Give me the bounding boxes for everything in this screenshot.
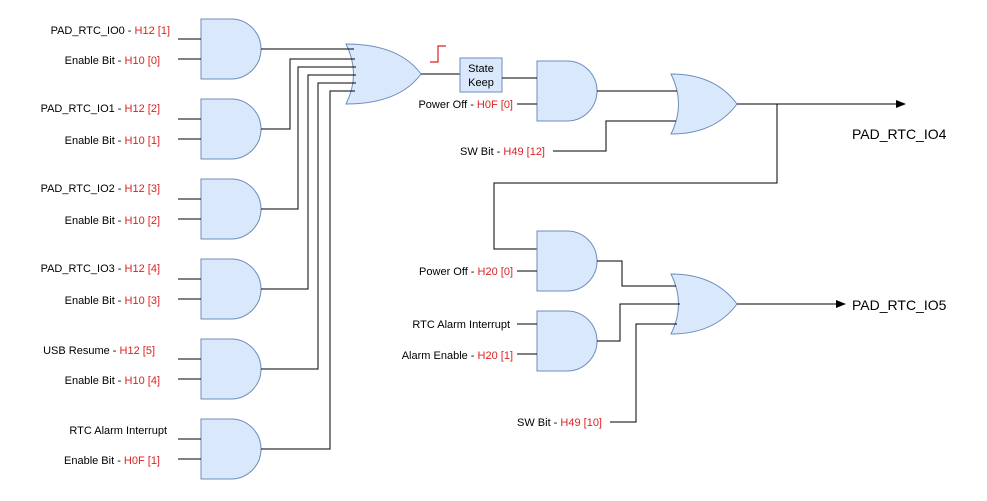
label-power-off-bottom: Power Off - H20 [0] (419, 266, 513, 278)
label-and4-bottom: Enable Bit - H10 [3] (65, 295, 160, 307)
or-gate-bottom (670, 273, 738, 335)
state-keep-box: State Keep (459, 57, 503, 93)
label-and1-bottom: Enable Bit - H10 [0] (65, 55, 160, 67)
and-alarm-to-or-wire (597, 303, 680, 342)
label-and6-top: RTC Alarm Interrupt (69, 425, 167, 437)
and-to-or-wires (261, 48, 356, 450)
and-gate-4 (200, 258, 262, 320)
label-and1-top: PAD_RTC_IO0 - H12 [1] (51, 25, 170, 37)
output-pad-rtc-io5: PAD_RTC_IO5 (852, 297, 947, 313)
label-alarm-enable: Alarm Enable - H20 [1] (402, 350, 513, 362)
label-sw-bit-bottom: SW Bit - H49 [10] (517, 417, 602, 429)
label-and4-top: PAD_RTC_IO3 - H12 [4] (41, 263, 160, 275)
label-and2-bottom: Enable Bit - H10 [1] (65, 135, 160, 147)
state-keep-line1: State (468, 63, 494, 75)
label-and6-bottom: Enable Bit - H0F [1] (64, 455, 160, 467)
label-and5-bottom: Enable Bit - H10 [4] (65, 375, 160, 387)
state-keep-line2: Keep (468, 77, 494, 89)
io4-feedback-wire (493, 104, 778, 250)
label-and3-top: PAD_RTC_IO2 - H12 [3] (41, 183, 160, 195)
or-gate-top (670, 73, 738, 135)
and-gate-alarm (536, 310, 598, 372)
label-rtc-alarm-interrupt: RTC Alarm Interrupt (412, 319, 510, 331)
and-gate-5 (200, 338, 262, 400)
sw-bit-bottom-wire (610, 323, 677, 423)
label-and5-top: USB Resume - H12 [5] (43, 345, 155, 357)
label-power-off-top: Power Off - H0F [0] (418, 99, 513, 111)
label-and2-top: PAD_RTC_IO1 - H12 [2] (41, 103, 160, 115)
and-gate-2 (200, 98, 262, 160)
and-gate-power-off (536, 230, 598, 292)
output-pad-rtc-io4: PAD_RTC_IO4 (852, 126, 947, 142)
and-gate-6 (200, 418, 262, 480)
and-power-to-or-wire (597, 260, 676, 287)
and-gate-1 (200, 18, 262, 80)
and-gate-3 (200, 178, 262, 240)
pulse-edge-icon (430, 45, 446, 63)
label-sw-bit-top: SW Bit - H49 [12] (460, 146, 545, 158)
label-and3-bottom: Enable Bit - H10 [2] (65, 215, 160, 227)
left-input-wires (178, 38, 201, 460)
and-gate-top (536, 60, 598, 122)
sw-bit-top-wire (553, 120, 676, 152)
or-gate-main (345, 43, 422, 105)
